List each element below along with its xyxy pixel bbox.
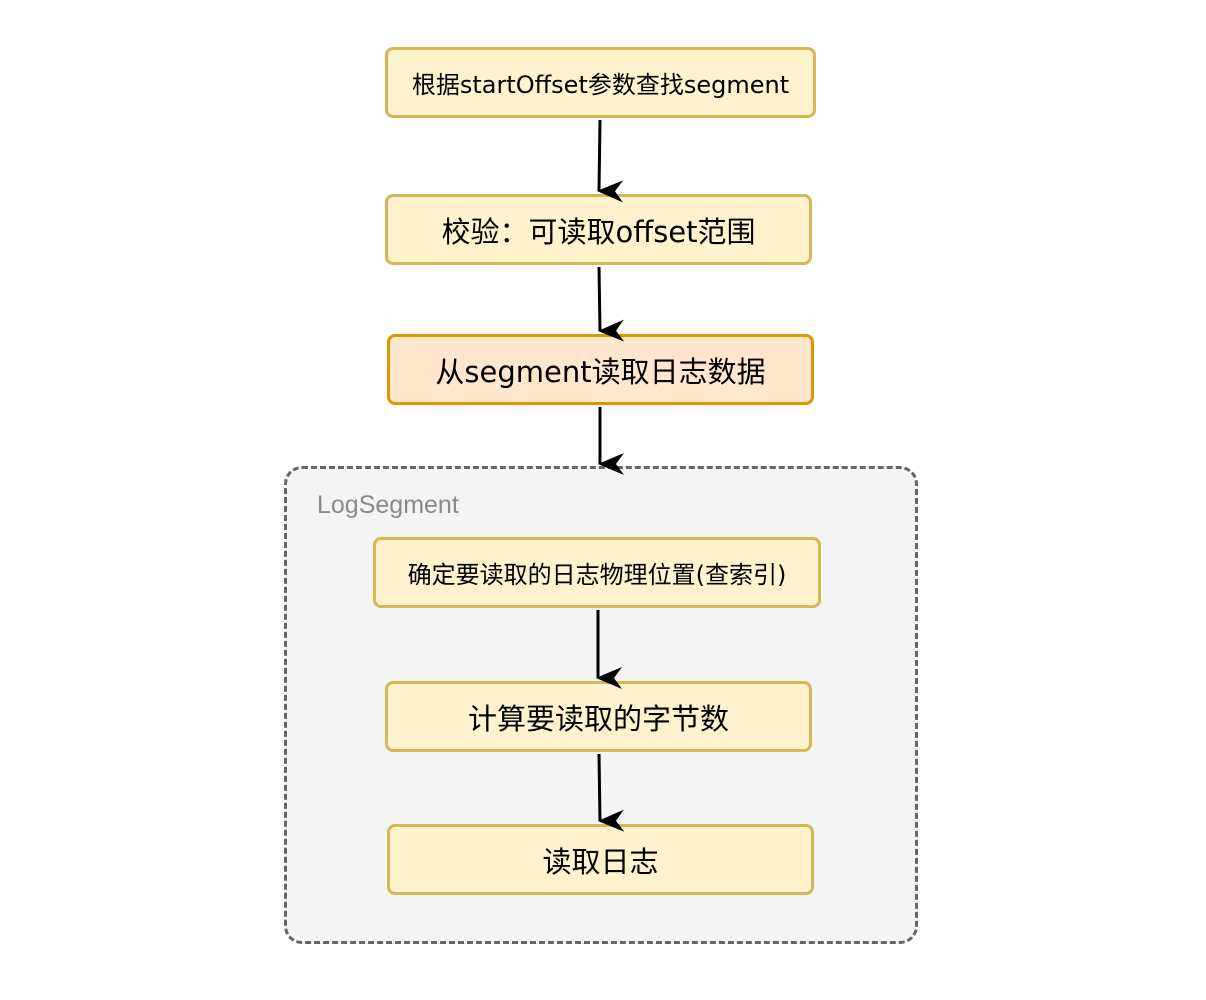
step-read-log: 读取日志	[387, 824, 814, 895]
arrow-5	[597, 753, 625, 832]
arrow-2	[597, 266, 625, 342]
group-label: LogSegment	[317, 491, 459, 519]
step-compute-byte-count: 计算要读取的字节数	[385, 681, 812, 752]
step-locate-physical-position: 确定要读取的日志物理位置(查索引)	[373, 537, 821, 608]
arrow-1	[597, 119, 624, 203]
step-read-log-from-segment: 从segment读取日志数据	[387, 334, 814, 405]
step-validate-offset-range: 校验：可读取offset范围	[385, 194, 812, 265]
step-find-segment: 根据startOffset参数查找segment	[385, 47, 816, 118]
